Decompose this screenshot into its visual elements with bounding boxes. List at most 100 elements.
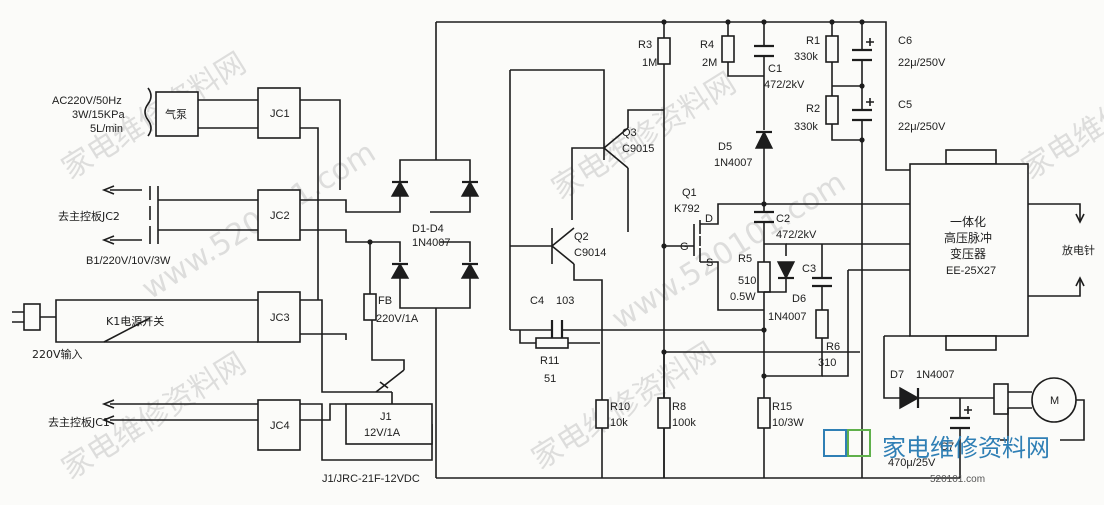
r4-val: 2M bbox=[702, 57, 717, 69]
transformer-label-4: EE-25X27 bbox=[946, 265, 996, 277]
resistor-r1-icon bbox=[825, 35, 839, 63]
r5-pow: 0.5W bbox=[730, 291, 756, 303]
wire bbox=[764, 203, 910, 377]
wire bbox=[399, 278, 471, 478]
jc3-label: JC3 bbox=[270, 312, 290, 324]
q2-label: Q2 bbox=[574, 231, 589, 243]
r11-val: 51 bbox=[544, 373, 556, 385]
d7-label: D7 bbox=[890, 369, 904, 381]
transformer-label-2: 高压脉冲 bbox=[944, 230, 992, 245]
capacitor-c4-icon bbox=[550, 320, 564, 340]
r5-val: 510 bbox=[738, 275, 756, 287]
pin-d-label: D bbox=[705, 213, 713, 225]
wire bbox=[198, 99, 258, 129]
logo-url: 520101.com bbox=[930, 474, 985, 485]
pump-spec-1: AC220V/50Hz bbox=[52, 95, 122, 107]
wire bbox=[573, 264, 603, 400]
wire bbox=[519, 330, 600, 344]
r1-val: 330k bbox=[794, 51, 818, 63]
resistor-r6-icon bbox=[815, 309, 829, 339]
wire bbox=[372, 241, 471, 262]
diode-d3-icon bbox=[390, 262, 410, 279]
jc4-label: JC4 bbox=[270, 420, 290, 432]
c2-val: 472/2kV bbox=[776, 229, 817, 241]
d1d4-label: D1-D4 bbox=[412, 223, 444, 235]
diode-d6-icon bbox=[776, 261, 796, 280]
r15-label: R15 bbox=[772, 401, 792, 413]
wire bbox=[300, 199, 372, 243]
wire bbox=[399, 22, 471, 182]
c7-val: 470μ/25V bbox=[888, 457, 936, 469]
resistor-r10-icon bbox=[595, 399, 609, 429]
b1-label: B1/220V/10V/3W bbox=[86, 255, 171, 267]
c2-label: C2 bbox=[776, 213, 790, 225]
c4-val: 103 bbox=[556, 295, 574, 307]
mosfet-q1-icon bbox=[693, 220, 701, 262]
transformer-tab bbox=[945, 335, 997, 351]
pump-box bbox=[155, 91, 199, 137]
wire bbox=[110, 403, 258, 421]
resistor-r5-icon bbox=[757, 261, 771, 293]
diode-d5-icon bbox=[754, 130, 774, 149]
q1-label: Q1 bbox=[682, 187, 697, 199]
r3-label: R3 bbox=[638, 39, 652, 51]
diode-d7-icon bbox=[899, 386, 920, 410]
jc2-label: JC2 bbox=[270, 210, 290, 222]
motor-label: M bbox=[1050, 395, 1059, 407]
wire bbox=[763, 222, 787, 262]
d1d4-type: 1N4007 bbox=[412, 237, 451, 249]
transformer-label-3: 变压器 bbox=[950, 246, 986, 261]
wire bbox=[664, 203, 764, 311]
resistor-r4-icon bbox=[721, 35, 735, 63]
jc2-box bbox=[257, 189, 301, 241]
wire bbox=[918, 397, 994, 478]
c1-val: 472/2kV bbox=[764, 79, 805, 91]
to-main-jc1-label: 去主控板JC1 bbox=[48, 415, 110, 429]
arrow-icon bbox=[101, 185, 115, 245]
resistor-r2-icon bbox=[825, 95, 839, 125]
pin-s-label: S bbox=[706, 257, 713, 269]
arrow-icon bbox=[1075, 213, 1085, 287]
r3-val: 1M bbox=[642, 57, 657, 69]
plug-pins bbox=[12, 311, 24, 323]
fb-rating: 220V/1A bbox=[376, 313, 419, 325]
logo-book-icon bbox=[823, 429, 847, 457]
r5-label: R5 bbox=[738, 253, 752, 265]
transistor-q2-icon bbox=[551, 227, 575, 265]
relay-spec-label: J1/JRC-21F-12VDC bbox=[322, 473, 420, 485]
discharge-label: 放电针 bbox=[1062, 243, 1095, 257]
r15-val: 10/3W bbox=[772, 417, 804, 429]
transformer-b1-icon bbox=[149, 186, 159, 244]
transformer-tab bbox=[945, 149, 997, 165]
r4-label: R4 bbox=[700, 39, 714, 51]
r10-label: R10 bbox=[610, 401, 630, 413]
resistor-r15-icon bbox=[757, 397, 771, 429]
jc1-box bbox=[257, 87, 301, 139]
r2-label: R2 bbox=[806, 103, 820, 115]
watermark-text: 家电维修资料网 bbox=[546, 66, 743, 207]
wire bbox=[764, 278, 787, 293]
r8-val: 100k bbox=[672, 417, 696, 429]
site-logo: 家电维修资料网 520101.com bbox=[823, 429, 1050, 485]
c5-label: C5 bbox=[898, 99, 912, 111]
input-220v-label: 220V输入 bbox=[32, 347, 83, 361]
wire bbox=[883, 335, 910, 399]
r10-val: 10k bbox=[610, 417, 628, 429]
d6-label: D6 bbox=[792, 293, 806, 305]
arrow-icon bbox=[101, 399, 115, 425]
watermark-text: www.520101.com bbox=[606, 165, 852, 337]
wire bbox=[40, 299, 258, 343]
r11-label: R11 bbox=[540, 355, 559, 367]
c4-label: C4 bbox=[530, 295, 544, 307]
wire bbox=[368, 196, 471, 213]
wire bbox=[158, 199, 258, 231]
resistor-r3-icon bbox=[657, 37, 671, 65]
diode-d2-icon bbox=[460, 180, 480, 197]
j1-label: J1 bbox=[380, 411, 392, 423]
wire bbox=[764, 338, 823, 377]
r1-label: R1 bbox=[806, 35, 820, 47]
wire bbox=[300, 299, 392, 393]
r6-val: 310 bbox=[818, 357, 836, 369]
wire bbox=[110, 189, 142, 241]
jc3-box bbox=[257, 291, 301, 343]
